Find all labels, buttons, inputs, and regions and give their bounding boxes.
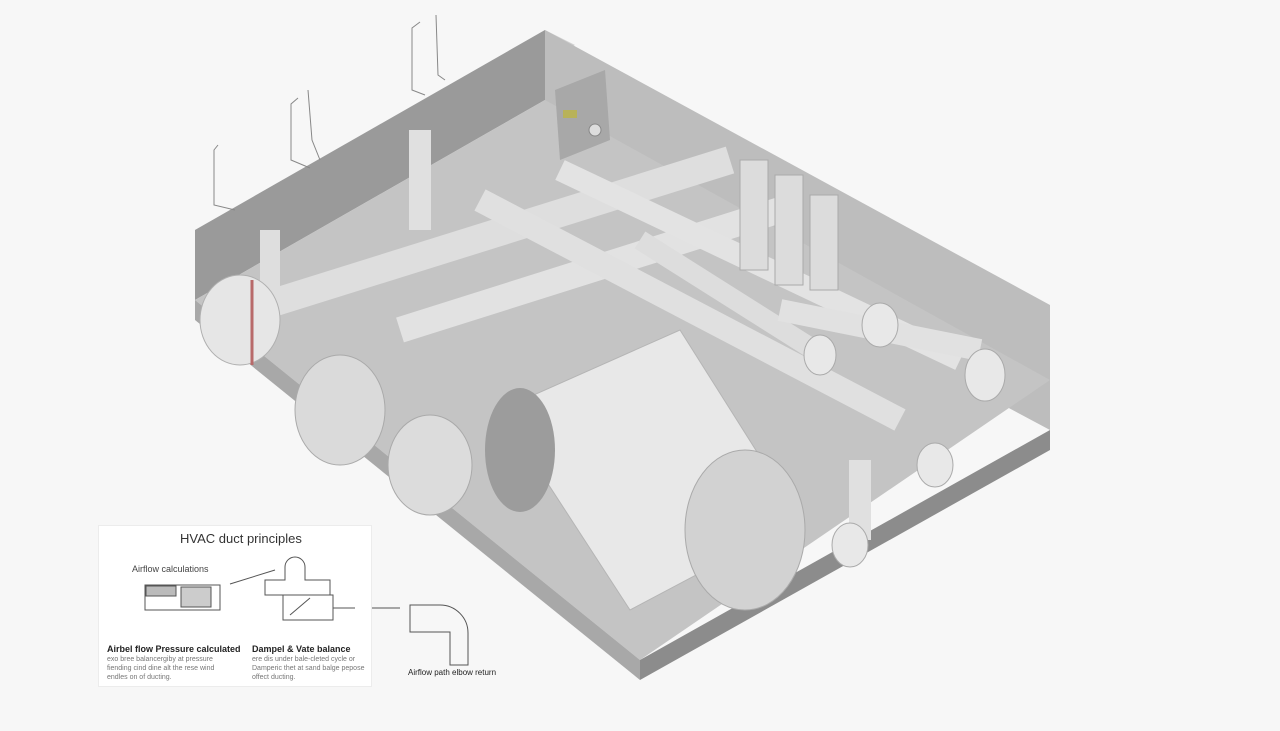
principles-inset-card xyxy=(98,525,372,687)
outlet-ends xyxy=(803,302,1006,568)
box-left-wall xyxy=(195,30,545,300)
large-air-handler xyxy=(485,329,806,611)
panel-2-title: Dampel & Vate balance xyxy=(252,644,351,654)
panel-2-body: ere dis under bale-cleted cycle or Dampe… xyxy=(252,656,365,681)
vertical-cylinders xyxy=(739,159,839,291)
large-duct-openings xyxy=(199,274,473,516)
panel-3-title: Airflow path elbow return xyxy=(408,668,497,677)
airflow-calculations-label: Airflow calculations xyxy=(132,564,209,574)
control-panel xyxy=(555,70,610,160)
panel-1-title: Airbel flow Pressure calculated xyxy=(107,644,241,654)
callout-leaders xyxy=(213,14,446,211)
legend-title: HVAC duct principles xyxy=(180,531,302,546)
panel-1-body: exo bree balancergiby at pressure fiendi… xyxy=(107,656,215,681)
